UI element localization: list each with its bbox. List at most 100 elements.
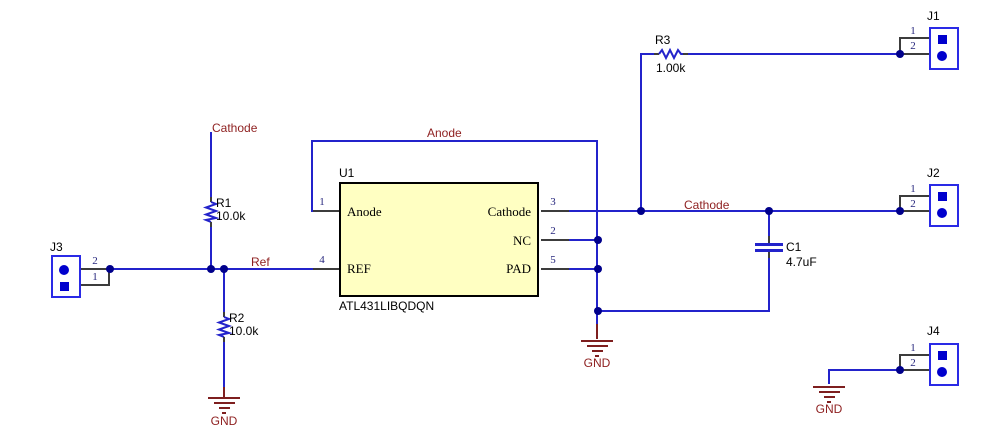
j4-pin1-pad	[938, 351, 947, 360]
junction-dot	[106, 265, 114, 273]
u1-pin-name-pad: PAD	[506, 261, 531, 276]
junction-dot	[207, 265, 215, 273]
wire-c1-bottom	[768, 255, 770, 311]
u1-pin-number-1: 1	[319, 196, 325, 208]
j3-pin1-stub-v	[108, 269, 110, 286]
u1-pin-name-ref: REF	[347, 261, 371, 276]
junction-dot	[896, 50, 904, 58]
u1-pin-name-anode: Anode	[347, 204, 382, 219]
r1-value: 10.0k	[216, 209, 246, 223]
u1-pin5-stub	[541, 268, 569, 270]
wire-r3-vertical	[640, 55, 642, 212]
anode-net-label: Anode	[427, 126, 462, 140]
j3-refdes: J3	[50, 240, 63, 254]
j3-pin2-number: 2	[92, 255, 98, 267]
ref-net-label: Ref	[251, 255, 270, 269]
gnd-net-label: GND	[210, 414, 238, 428]
j3-pin2-pad	[59, 265, 69, 275]
j2-pin2-pad	[937, 208, 947, 218]
wire-bottom-horizontal	[596, 310, 770, 312]
j1-pin1-stub-h	[900, 37, 929, 39]
junction-dot	[765, 207, 773, 215]
junction-dot	[594, 307, 602, 315]
j4-connector	[929, 343, 959, 386]
j3-pin1-number: 1	[92, 271, 98, 283]
j4-pin1-stub-v	[899, 354, 901, 370]
j1-pin1-pad	[938, 35, 947, 44]
r3-refdes: R3	[655, 33, 671, 47]
c1-bottom-lead	[768, 251, 770, 258]
j3-pin2-stub	[81, 268, 109, 270]
ground-icon	[580, 340, 614, 357]
u1-pin-name-cathode: Cathode	[487, 204, 531, 219]
j3-connector	[51, 255, 81, 298]
c1-capacitor-icon	[755, 249, 783, 252]
r2-value: 10.0k	[229, 324, 259, 338]
wire-c1-top	[768, 212, 770, 238]
u1-ic-body	[339, 182, 539, 297]
j1-refdes: J1	[927, 9, 940, 23]
r2-refdes: R2	[229, 311, 245, 325]
wire-r2-top	[223, 269, 225, 313]
wire-anode-left-vertical	[311, 140, 313, 212]
j4-pin2-stub	[900, 369, 929, 371]
gnd-net-label: GND	[583, 356, 611, 370]
r2-resistor-icon	[215, 312, 233, 342]
wire-pad	[567, 268, 598, 270]
wire-r1-bottom	[210, 225, 212, 269]
wire-anode-top-horizontal	[311, 140, 598, 142]
wire-j4-gnd-horizontal	[828, 369, 900, 371]
wire-j4-gnd-vertical	[828, 369, 830, 384]
j3-pin1-stub-h	[81, 284, 110, 286]
gnd-net-label: GND	[815, 402, 843, 416]
j4-pin2-number: 2	[910, 357, 916, 369]
u1-pin1-stub	[313, 210, 339, 212]
c1-refdes: C1	[786, 240, 802, 254]
j2-pin2-stub	[900, 210, 929, 212]
wire-center-gnd-lead	[596, 324, 598, 339]
u1-refdes: U1	[339, 166, 355, 180]
j4-pin2-pad	[937, 367, 947, 377]
j1-pin1-number: 1	[910, 25, 916, 37]
j1-pin2-pad	[937, 51, 947, 61]
junction-dot	[594, 265, 602, 273]
u1-pin-number-5: 5	[550, 254, 556, 266]
u1-pin-number-3: 3	[550, 196, 556, 208]
wire-r2-gnd-lead	[223, 387, 225, 397]
j4-refdes: J4	[927, 324, 940, 338]
j2-refdes: J2	[927, 166, 940, 180]
wire-center-gnd	[596, 313, 598, 324]
j3-pin1-pad	[60, 282, 69, 291]
wire-r2-bottom	[223, 341, 225, 387]
wire-anode-right-vertical	[596, 140, 598, 313]
wire-nc	[567, 239, 598, 241]
u1-pin-number-2: 2	[550, 225, 556, 237]
c1-value: 4.7uF	[786, 255, 817, 269]
junction-dot	[896, 366, 904, 374]
u1-pin4-stub	[313, 268, 339, 270]
j1-pin2-number: 2	[910, 40, 916, 52]
j4-pin1-stub-h	[900, 354, 929, 356]
j2-pin1-stub-h	[900, 195, 929, 197]
j2-pin1-pad	[938, 192, 947, 201]
j2-pin2-number: 2	[910, 198, 916, 210]
j1-pin1-stub-v	[899, 37, 901, 54]
u1-pin2-stub	[541, 239, 569, 241]
junction-dot	[896, 207, 904, 215]
j2-pin1-number: 1	[910, 183, 916, 195]
wire-r3-right	[687, 53, 900, 55]
ground-icon	[207, 397, 241, 414]
j2-pin1-stub-v	[899, 195, 901, 211]
c1-capacitor-icon	[755, 243, 783, 246]
junction-dot	[637, 207, 645, 215]
junction-dot	[220, 265, 228, 273]
wire-cathode-net	[567, 210, 900, 212]
r3-value: 1.00k	[656, 61, 686, 75]
u1-part-number: ATL431LIBQDQN	[339, 299, 435, 313]
u1-pin-name-nc: NC	[512, 233, 531, 248]
j2-connector	[929, 184, 959, 227]
junction-dot	[594, 236, 602, 244]
u1-pin-number-4: 4	[319, 254, 325, 266]
u1-pin3-stub	[541, 210, 569, 212]
